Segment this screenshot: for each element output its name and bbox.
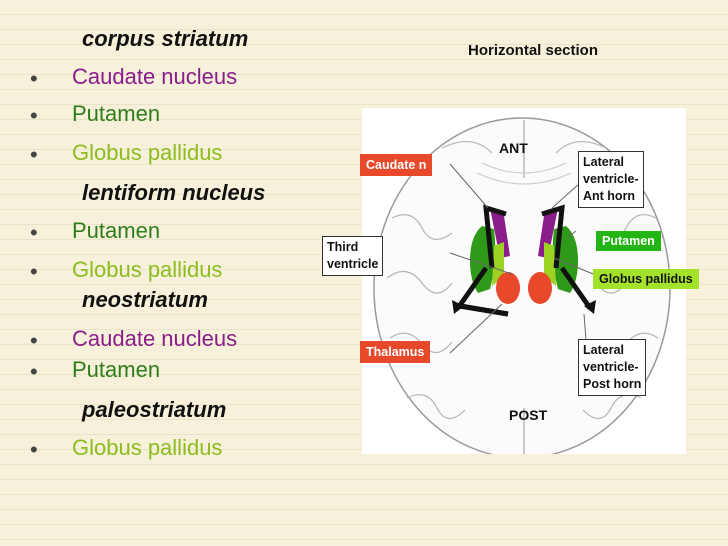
label-lat-post-line2: ventricle- — [583, 360, 639, 374]
label-lat-post-line3: Post horn — [583, 377, 642, 391]
label-globus-pallidus: Globus pallidus — [593, 269, 699, 289]
diagram-title: Horizontal section — [468, 42, 599, 59]
bullet-marker: • — [30, 328, 38, 353]
list-item-putamen: Putamen — [72, 357, 161, 382]
label-lat-ant-line3: Ant horn — [583, 189, 636, 203]
heading-lentiform-nucleus: lentiform nucleus — [82, 180, 266, 205]
label-lat-post-line1: Lateral — [583, 343, 624, 357]
label-caudate-n: Caudate n — [360, 154, 433, 176]
label-third-ventricle-line1: Third — [327, 240, 359, 254]
heading-neostriatum: neostriatum — [82, 287, 208, 312]
label-lat-ant-line1: Lateral — [583, 155, 624, 169]
label-putamen: Putamen — [596, 231, 661, 251]
label-thalamus: Thalamus — [360, 341, 431, 363]
bullet-marker: • — [30, 103, 38, 128]
list-item-putamen: Putamen — [72, 218, 161, 243]
bullet-marker: • — [30, 259, 38, 284]
label-lateral-ventricle-post-horn: Lateral ventricle- Post horn — [578, 339, 647, 396]
label-lateral-ventricle-ant-horn: Lateral ventricle- Ant horn — [578, 151, 644, 208]
list-item-putamen: Putamen — [72, 101, 161, 126]
list-item-globus-pallidus: Globus pallidus — [72, 140, 223, 165]
bullet-marker: • — [30, 142, 38, 167]
heading-corpus-striatum: corpus striatum — [82, 26, 249, 51]
heading-paleostriatum: paleostriatum — [82, 397, 227, 422]
posterior-label: POST — [509, 407, 548, 423]
list-item-globus-pallidus: Globus pallidus — [72, 435, 223, 460]
label-third-ventricle: Third ventricle — [322, 236, 384, 276]
list-item-globus-pallidus: Globus pallidus — [72, 257, 223, 282]
bullet-marker: • — [30, 220, 38, 245]
list-item-caudate-nucleus: Caudate nucleus — [72, 64, 238, 89]
label-lat-ant-line2: ventricle- — [583, 172, 639, 186]
anterior-label: ANT — [499, 140, 528, 156]
bullet-marker: • — [30, 359, 38, 384]
label-third-ventricle-line2: ventricle — [327, 257, 379, 271]
bullet-marker: • — [30, 437, 38, 462]
bullet-marker: • — [30, 66, 38, 91]
list-item-caudate-nucleus: Caudate nucleus — [72, 326, 238, 351]
